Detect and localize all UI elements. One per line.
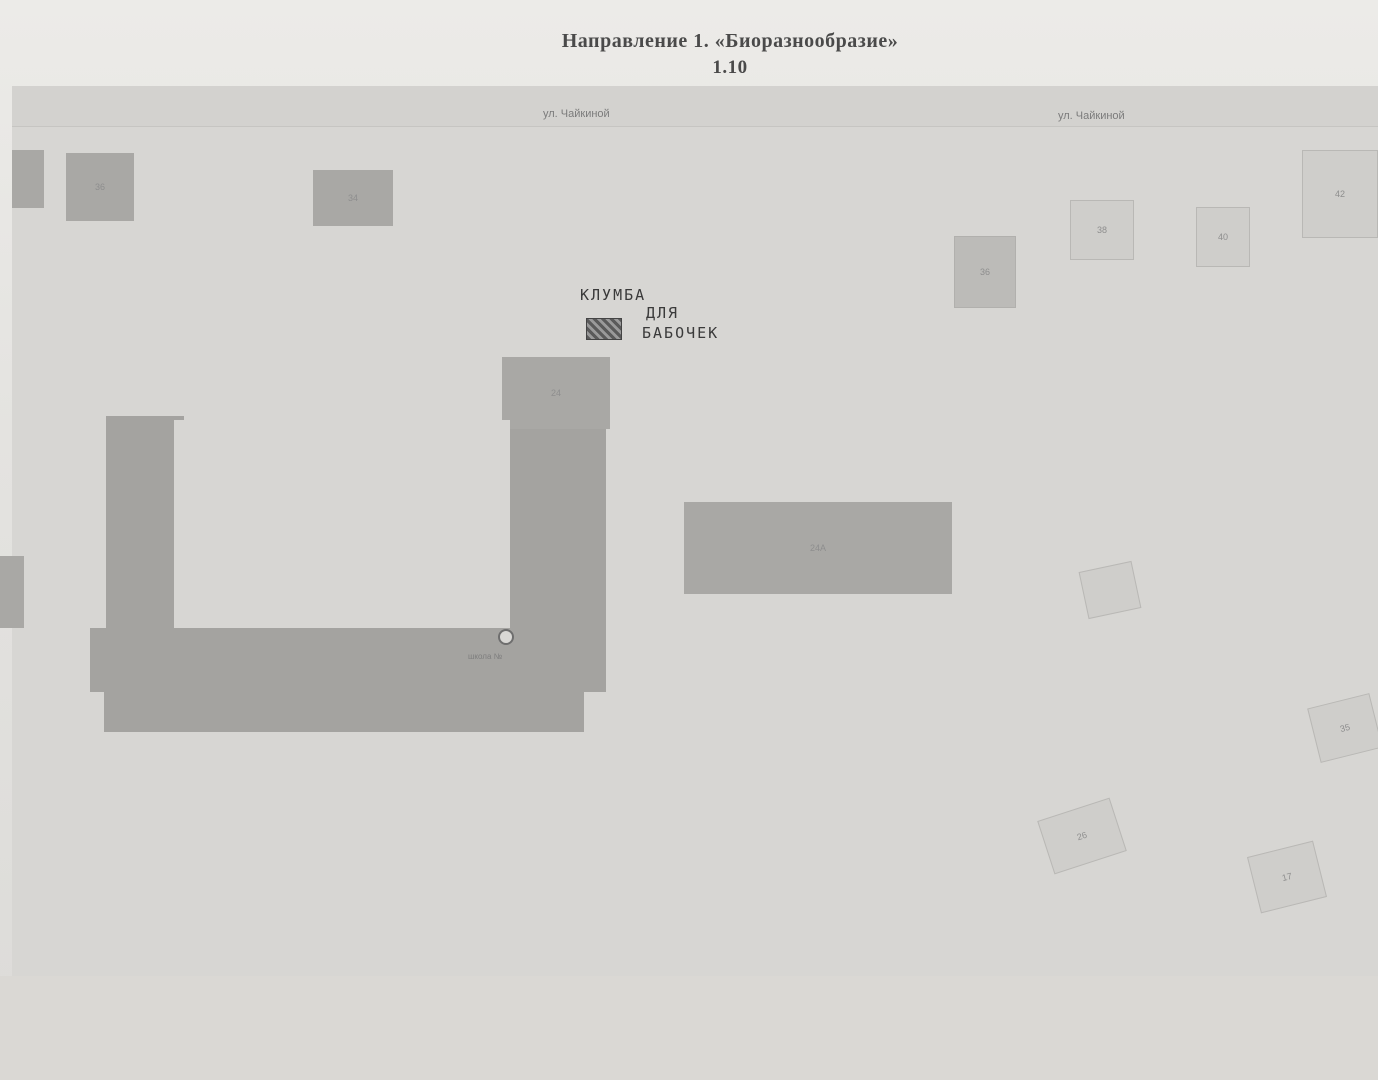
building-42: 42	[1302, 150, 1378, 238]
school-courtyard	[174, 420, 510, 628]
school-right-wing	[510, 426, 606, 692]
building-36-right: 36	[954, 236, 1016, 308]
legend-line-2: ДЛЯ	[646, 304, 680, 322]
school-bottom-base	[104, 690, 584, 732]
building-edge-left-mid	[0, 556, 24, 628]
building-34: 34	[313, 170, 393, 226]
building-40: 40	[1196, 207, 1250, 267]
building-24a: 24А	[684, 502, 952, 594]
location-marker-icon	[498, 629, 514, 645]
marker-caption: школа №	[468, 652, 503, 661]
page-subtitle-number: 1.10	[712, 57, 748, 78]
school-right-top-block: 24	[502, 357, 610, 429]
building-38: 38	[1070, 200, 1134, 260]
street-label-right: ул. Чайкиной	[1058, 110, 1125, 122]
page-title: Направление 1. «Биоразнообразие»	[561, 30, 899, 52]
building-edge-left-top	[12, 150, 44, 208]
street-band	[12, 86, 1378, 127]
butterfly-flowerbed-swatch	[586, 318, 622, 340]
paper-bottom-margin	[0, 976, 1378, 1080]
street-label-left: ул. Чайкиной	[543, 108, 610, 120]
legend-line-1: КЛУМБА	[580, 286, 647, 304]
legend-line-3: БАБОЧЕК	[642, 324, 720, 342]
building-36-left: 36	[66, 153, 134, 221]
